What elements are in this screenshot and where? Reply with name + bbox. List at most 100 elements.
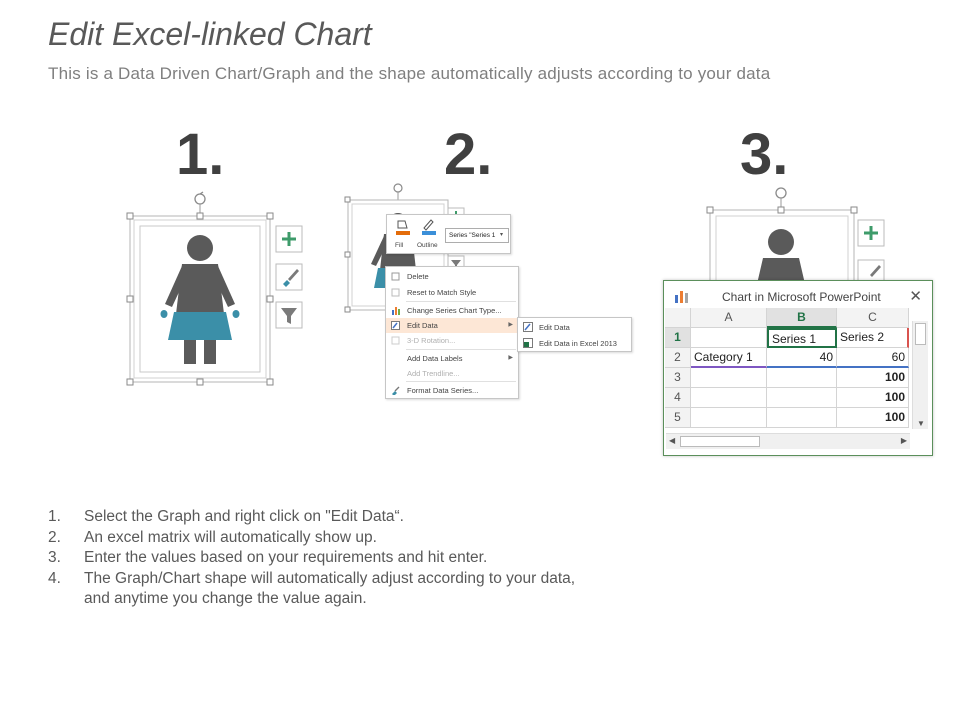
outline-label[interactable]: Outline	[417, 242, 438, 249]
outline-pen-icon[interactable]	[421, 218, 437, 236]
step-number-3: 3.	[740, 122, 789, 187]
cell-a5[interactable]	[691, 408, 767, 428]
vertical-scrollbar[interactable]: ▼	[912, 321, 928, 429]
cell-c5[interactable]: 100	[837, 408, 909, 428]
submenu-item-label: Edit Data	[539, 322, 570, 332]
delete-icon	[391, 272, 400, 281]
cell-b2[interactable]: 40	[767, 348, 837, 368]
excel-title-bar[interactable]: Chart in Microsoft PowerPoint ✕	[664, 281, 932, 311]
fill-label[interactable]: Fill	[395, 242, 404, 249]
cell-b1[interactable]: Series 1	[767, 328, 837, 348]
instruction-number: 2.	[48, 528, 61, 546]
scroll-left-icon[interactable]: ◀	[669, 436, 676, 445]
edit-data-submenu: Edit Data Edit Data in Excel 2013	[517, 317, 632, 352]
menu-item-add-trendline[interactable]: Add Trendline...	[386, 366, 518, 381]
horizontal-scrollbar[interactable]: ◀ ▶	[666, 433, 910, 449]
chart-icon	[675, 291, 688, 303]
grid-corner[interactable]	[665, 308, 691, 328]
panel-3-figure[interactable]	[700, 184, 890, 284]
column-header-a[interactable]: A	[691, 308, 767, 328]
instruction-text: and anytime you change the value again.	[84, 590, 367, 607]
instruction-number: 4.	[48, 569, 61, 587]
scroll-down-icon[interactable]: ▼	[917, 419, 925, 428]
row-header-1[interactable]: 1	[665, 328, 691, 348]
menu-item-label: Format Data Series...	[407, 386, 479, 395]
row-header-5[interactable]: 5	[665, 408, 691, 428]
cell-b4[interactable]	[767, 388, 837, 408]
menu-separator	[406, 349, 516, 350]
instruction-text: An excel matrix will automatically show …	[84, 528, 377, 546]
rotate-handle-icon[interactable]	[194, 191, 206, 216]
menu-item-add-data-labels[interactable]: Add Data Labels ▶	[386, 351, 518, 366]
menu-item-label: Reset to Match Style	[407, 288, 477, 297]
slide-title: Edit Excel-linked Chart	[48, 16, 372, 52]
menu-separator	[406, 301, 516, 302]
menu-item-label: 3-D Rotation...	[407, 336, 456, 345]
instruction-number: 3.	[48, 549, 61, 566]
step-number-1: 1.	[176, 122, 225, 187]
submenu-item-edit-data[interactable]: Edit Data	[518, 319, 631, 335]
row-header-3[interactable]: 3	[665, 368, 691, 388]
cell-c1[interactable]: Series 2	[837, 328, 909, 348]
menu-item-change-chart-type[interactable]: Change Series Chart Type...	[386, 303, 518, 318]
menu-item-label: Edit Data	[407, 321, 438, 330]
cell-b3[interactable]	[767, 368, 837, 388]
excel-data-window[interactable]: Chart in Microsoft PowerPoint ✕ A B C 1 …	[663, 280, 933, 456]
submenu-item-label: Edit Data in Excel 2013	[539, 338, 617, 348]
slide-subtitle: This is a Data Driven Chart/Graph and th…	[48, 64, 771, 83]
instruction-text: Select the Graph and right click on "Edi…	[84, 508, 404, 525]
cell-a4[interactable]	[691, 388, 767, 408]
row-header-2[interactable]: 2	[665, 348, 691, 368]
panel-1-selected-chart[interactable]	[120, 190, 310, 390]
fill-bucket-icon[interactable]	[395, 218, 411, 236]
row-header-4[interactable]: 4	[665, 388, 691, 408]
woman-figure-icon	[160, 235, 240, 364]
submenu-item-edit-in-excel[interactable]: Edit Data in Excel 2013	[518, 335, 631, 351]
edit-data-icon	[391, 321, 400, 330]
menu-item-format-data-series[interactable]: Format Data Series...	[386, 383, 518, 398]
chart-elements-button[interactable]	[275, 225, 303, 253]
menu-separator	[406, 381, 516, 382]
column-header-b[interactable]: B	[767, 308, 837, 328]
reset-icon	[391, 288, 400, 297]
menu-item-reset-style[interactable]: Reset to Match Style	[386, 285, 518, 300]
submenu-arrow-icon: ▶	[508, 355, 513, 361]
chart-type-icon	[392, 307, 400, 315]
context-menu: Delete Reset to Match Style Change Serie…	[385, 266, 519, 399]
series-selector-value: Series "Series 1	[449, 232, 496, 239]
step-number-2: 2.	[444, 122, 493, 187]
menu-item-delete[interactable]: Delete	[386, 269, 518, 284]
scroll-thumb[interactable]	[915, 323, 926, 345]
excel-icon	[523, 338, 533, 348]
instruction-number: 1.	[48, 508, 61, 525]
menu-item-3d-rotation[interactable]: 3-D Rotation...	[386, 333, 518, 348]
chart-filters-button[interactable]	[275, 301, 303, 329]
mini-toolbar: Fill Outline Series "Series 1 ▾	[386, 214, 511, 254]
format-series-icon	[392, 386, 400, 395]
cell-a3[interactable]	[691, 368, 767, 388]
submenu-arrow-icon: ▶	[508, 322, 513, 328]
rotate-handle-icon[interactable]	[393, 183, 403, 200]
menu-item-label: Change Series Chart Type...	[407, 306, 502, 315]
cell-c3[interactable]: 100	[837, 368, 909, 388]
resize-handles[interactable]	[126, 212, 274, 386]
close-icon[interactable]: ✕	[909, 288, 922, 305]
excel-window-title: Chart in Microsoft PowerPoint	[722, 290, 881, 304]
chart-styles-button[interactable]	[275, 263, 303, 291]
edit-data-icon	[523, 322, 533, 332]
chart-elements-button[interactable]	[857, 219, 885, 247]
cell-b5[interactable]	[767, 408, 837, 428]
rotation-icon	[391, 336, 400, 345]
cell-c2[interactable]: 60	[837, 348, 909, 368]
cell-c4[interactable]: 100	[837, 388, 909, 408]
menu-item-edit-data[interactable]: Edit Data ▶	[386, 318, 518, 333]
scroll-right-icon[interactable]: ▶	[900, 436, 907, 445]
instruction-text: The Graph/Chart shape will automatically…	[84, 569, 576, 587]
column-header-c[interactable]: C	[837, 308, 909, 328]
menu-item-label: Delete	[407, 272, 429, 281]
cell-a2[interactable]: Category 1	[691, 348, 767, 368]
cell-a1[interactable]	[691, 328, 767, 348]
series-selector-dropdown[interactable]: Series "Series 1	[445, 228, 509, 243]
menu-item-label: Add Data Labels	[407, 354, 463, 363]
scroll-thumb[interactable]	[680, 436, 760, 447]
